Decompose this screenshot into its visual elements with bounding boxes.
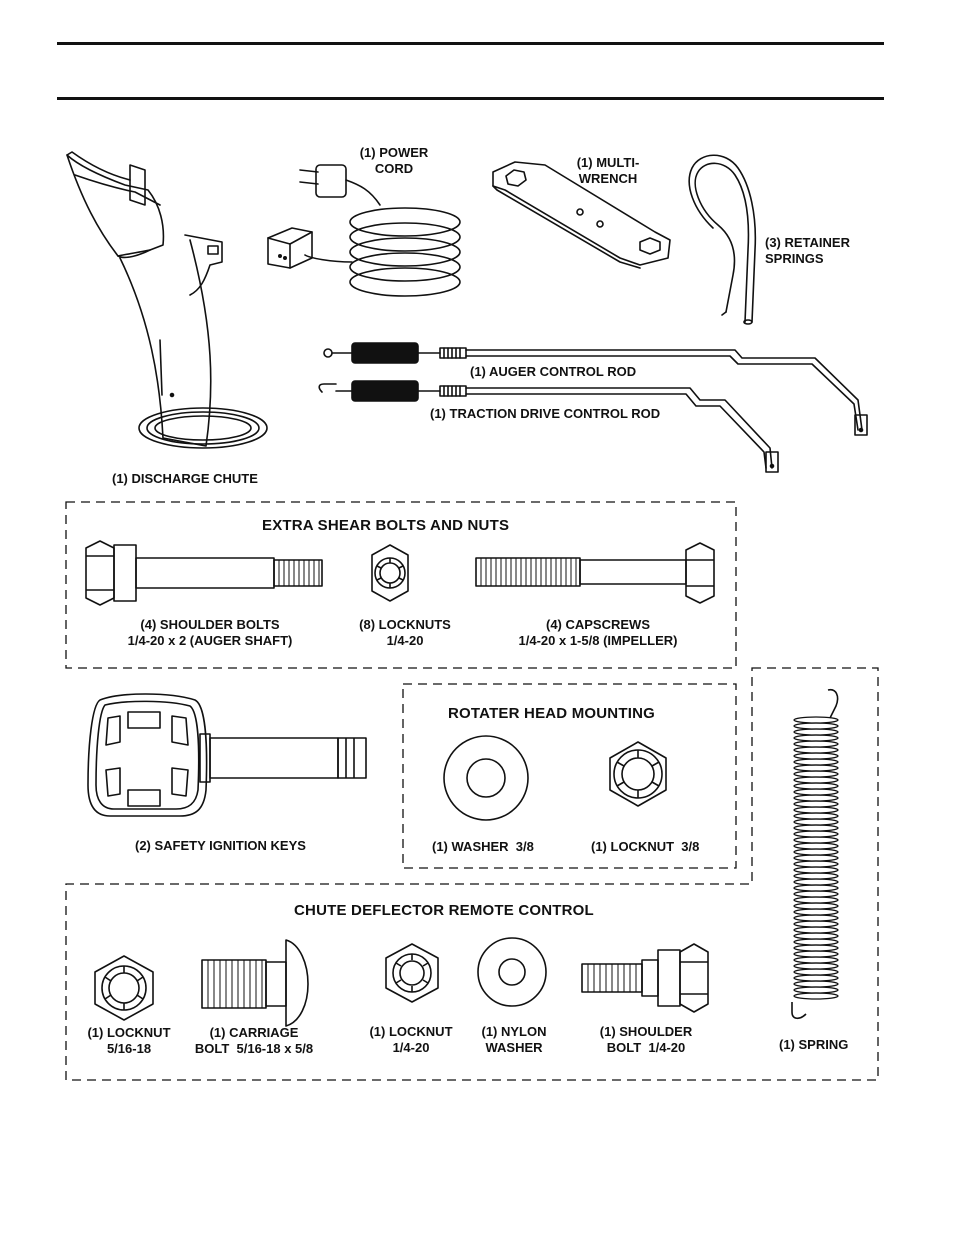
locknut-5-16-drawing [94, 955, 154, 1021]
multi-wrench-drawing [492, 161, 671, 269]
carriage-bolt-drawing [201, 939, 309, 1027]
auger-control-rod-drawing [323, 342, 868, 436]
rotater-box [402, 683, 737, 869]
shear-bolts-box [65, 501, 737, 669]
locknut-1-4-label: (1) LOCKNUT 1/4-20 [369, 1024, 453, 1055]
spring-coils [793, 716, 839, 1000]
nylon-washer-drawing [477, 937, 547, 1007]
power-cord-drawing [267, 164, 461, 297]
locknut-1-4-drawing [385, 943, 439, 1003]
traction-drive-control-rod-drawing [318, 380, 779, 473]
locknut-5-16-label: (1) LOCKNUT 5/16-18 [87, 1025, 171, 1056]
locknut-small-drawing [371, 544, 409, 602]
shear-bolts-title: EXTRA SHEAR BOLTS AND NUTS [262, 517, 510, 534]
locknut-3-8-label: (1) LOCKNUT 3/8 [591, 839, 700, 854]
capscrew-drawing [475, 542, 715, 604]
retainer-springs-label: (3) RETAINER SPRINGS [765, 235, 850, 266]
safety-ignition-keys-label: (2) SAFETY IGNITION KEYS [135, 838, 306, 853]
capscrews-label: (4) CAPSCREWS 1/4-20 x 1-5/8 (IMPELLER) [518, 617, 678, 648]
power-cord-label: (1) POWER CORD [359, 145, 429, 176]
header-rule-bottom [57, 97, 884, 100]
header-rule-top [57, 42, 884, 45]
auger-control-rod-label: (1) AUGER CONTROL ROD [470, 364, 637, 379]
shoulder-bolt-label: (1) SHOULDER BOLT 1/4-20 [599, 1024, 693, 1055]
rotater-title: ROTATER HEAD MOUNTING [448, 705, 655, 722]
retainer-spring-drawing [688, 154, 757, 325]
nylon-washer-label: (1) NYLON WASHER [481, 1024, 547, 1055]
locknut-large-drawing [609, 741, 667, 807]
shoulder-bolt-small-drawing [581, 943, 709, 1013]
discharge-chute-drawing [66, 151, 268, 449]
carriage-bolt-label: (1) CARRIAGE BOLT 5/16-18 x 5/8 [194, 1025, 314, 1056]
discharge-chute-label: (1) DISCHARGE CHUTE [112, 471, 258, 486]
chute-deflector-box [65, 667, 879, 1081]
extension-spring-drawing [791, 688, 839, 1020]
spring-label: (1) SPRING [779, 1037, 849, 1052]
washer-label: (1) WASHER 3/8 [432, 839, 534, 854]
chute-deflector-title: CHUTE DEFLECTOR REMOTE CONTROL [294, 902, 594, 919]
shoulder-bolts-label: (4) SHOULDER BOLTS 1/4-20 x 2 (AUGER SHA… [127, 617, 293, 648]
multi-wrench-label: (1) MULTI- WRENCH [576, 155, 640, 186]
washer-drawing [443, 735, 529, 821]
shoulder-bolt-drawing [85, 540, 323, 606]
locknuts-label: (8) LOCKNUTS 1/4-20 [359, 617, 451, 648]
traction-drive-control-rod-label: (1) TRACTION DRIVE CONTROL ROD [430, 406, 661, 421]
safety-ignition-key-drawing [87, 693, 367, 817]
